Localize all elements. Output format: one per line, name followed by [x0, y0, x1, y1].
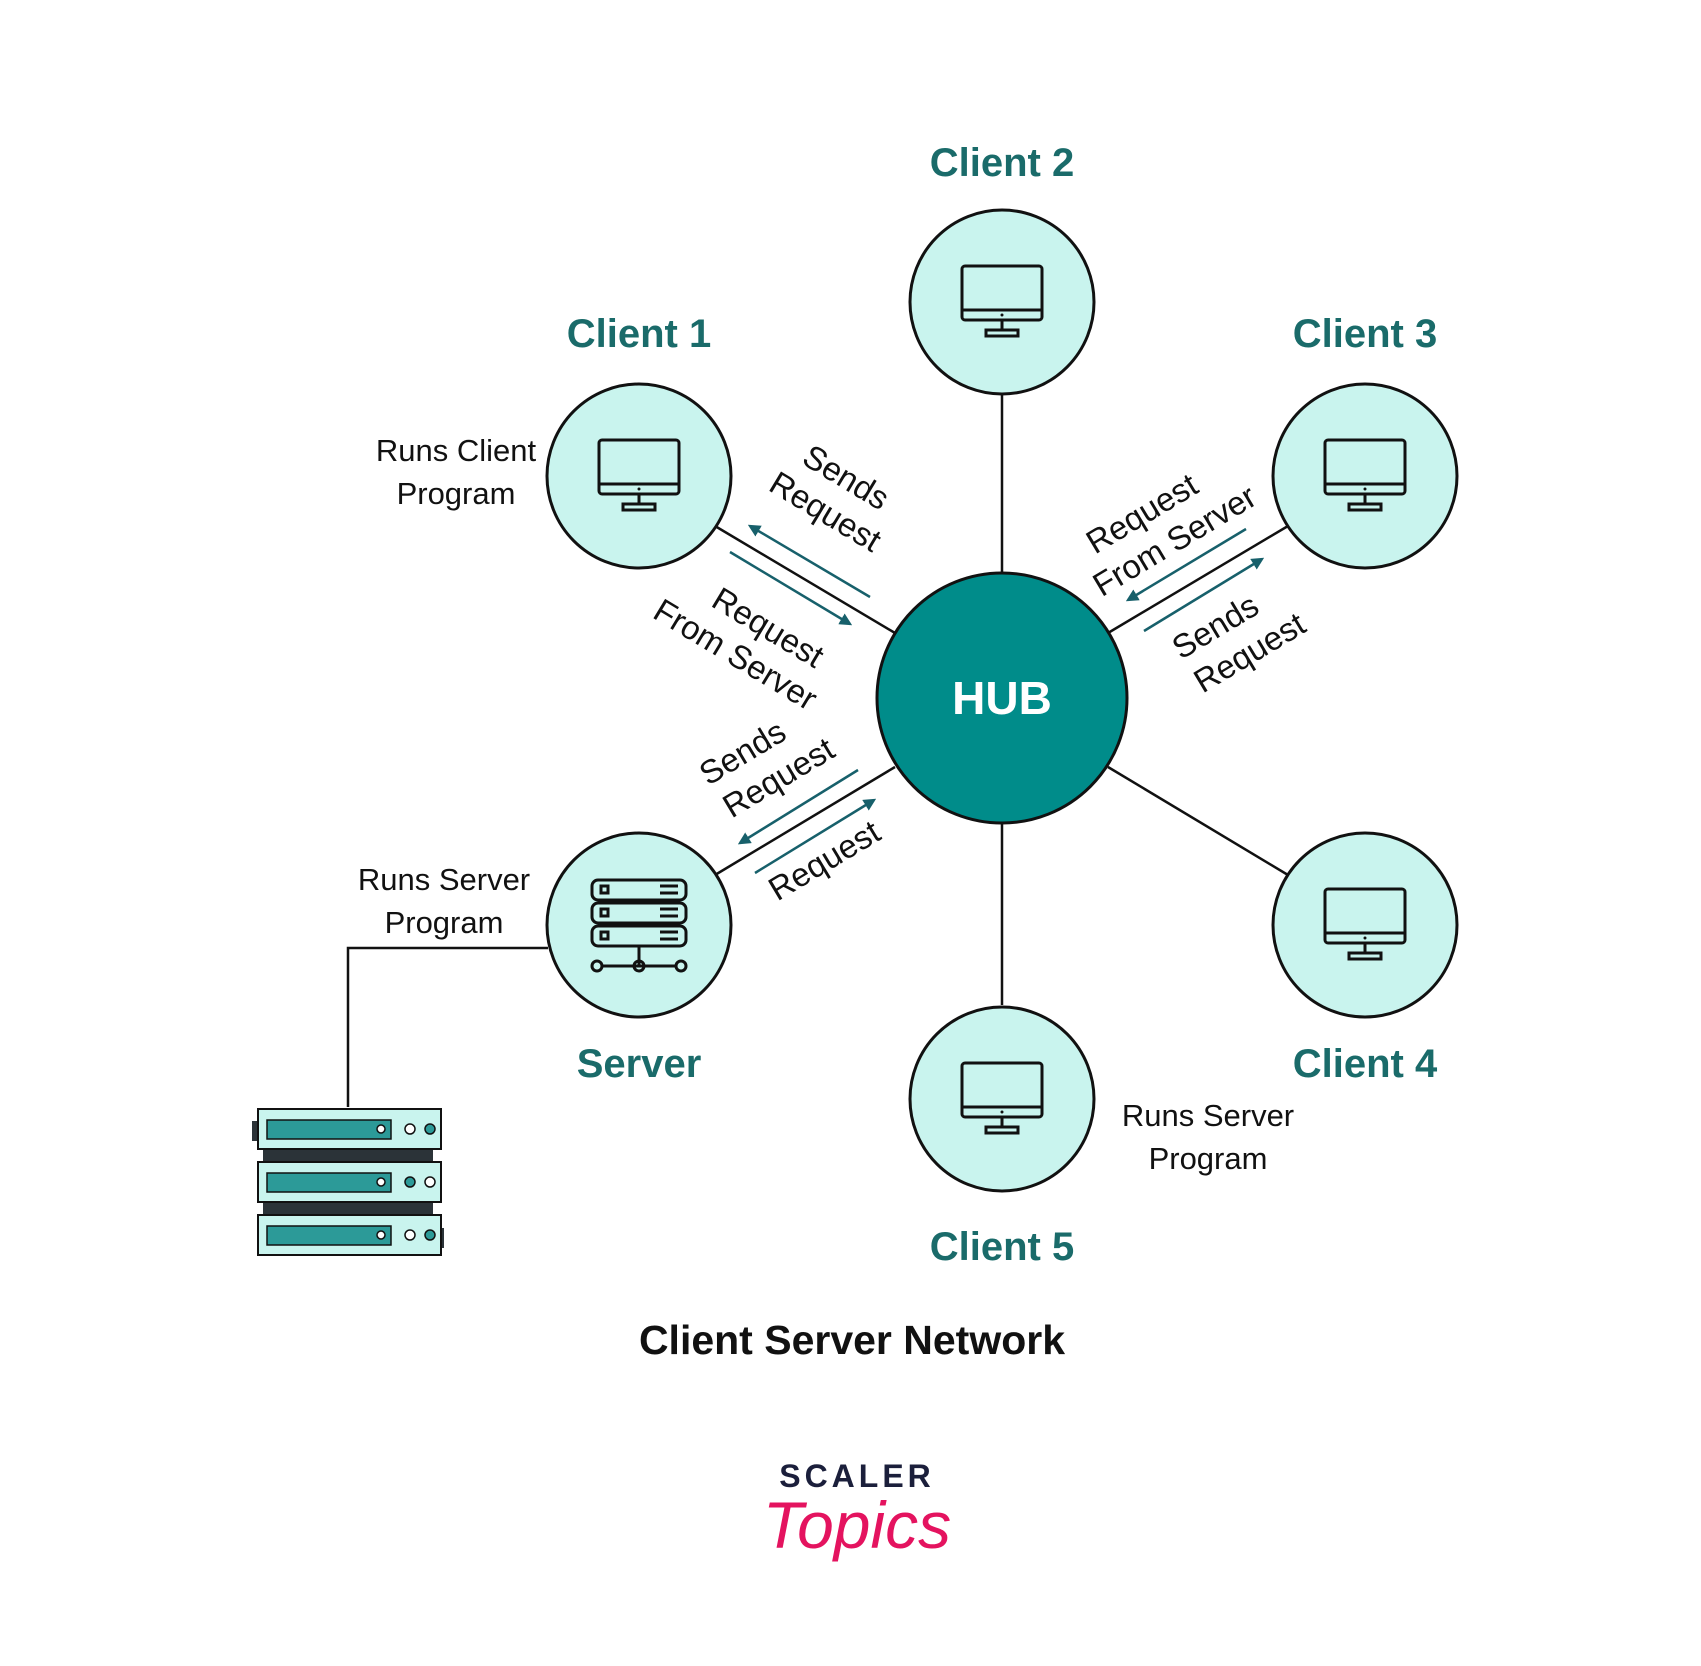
brand-logo: SCALER Topics	[763, 1458, 951, 1562]
flow-server-request-line1: Request	[762, 813, 886, 908]
client-4-circle	[1271, 831, 1459, 1019]
link-hub-client1	[714, 524, 896, 635]
link-hub-client4	[1107, 765, 1289, 877]
note-client5-line1: Runs Server	[1122, 1098, 1294, 1133]
flow-server-request: Request	[762, 813, 886, 908]
brand-logo-top: SCALER	[779, 1458, 935, 1494]
client-5-circle	[908, 1005, 1096, 1193]
server-label: Server	[577, 1042, 702, 1086]
node-client-1: Client 1	[545, 312, 733, 570]
flow-client1-from-server: Request From Server	[648, 580, 831, 718]
hub-circle	[875, 571, 1129, 825]
link-server-rack	[346, 946, 548, 1107]
flow-client3-sends: Sends Request	[1165, 586, 1311, 700]
client-2-label: Client 2	[930, 141, 1074, 185]
note-client1-line1: Runs Client	[376, 433, 537, 468]
node-client-2: Client 2	[908, 141, 1096, 396]
brand-logo-script: Topics	[763, 1488, 951, 1562]
flow-client1-sends: Sends Request	[763, 437, 895, 559]
client-1-circle	[545, 382, 733, 570]
arrow-server-request	[754, 798, 877, 875]
node-client-4: Client 4	[1271, 831, 1459, 1086]
arrow-client3-sends	[1143, 557, 1265, 633]
notes: Runs Client Program Runs Server Program …	[358, 433, 1294, 1176]
arrow-client3-receives	[1125, 527, 1247, 602]
arrow-server-sends	[737, 768, 859, 845]
node-client-3: Client 3	[1271, 312, 1459, 570]
note-client5-line2: Program	[1149, 1141, 1268, 1176]
client-3-circle	[1271, 382, 1459, 570]
server-rack-icon	[252, 1108, 444, 1256]
arrow-client1-receives	[729, 550, 853, 626]
link-hub-client3	[1107, 524, 1289, 635]
hub-label: HUB	[952, 672, 1052, 724]
client-3-label: Client 3	[1293, 312, 1437, 356]
server-icon	[590, 878, 688, 973]
link-hub-server	[714, 765, 896, 877]
client-2-circle	[908, 208, 1096, 396]
flow-server-sends: Sends Request	[693, 712, 841, 824]
client-5-label: Client 5	[930, 1225, 1074, 1269]
note-server-line1: Runs Server	[358, 862, 530, 897]
flow-arrows	[729, 524, 1265, 875]
note-client1-line2: Program	[397, 476, 516, 511]
arrow-client1-sends	[747, 524, 871, 599]
hub-node: HUB	[875, 571, 1129, 825]
note-server-line2: Program	[385, 905, 504, 940]
node-client-5: Client 5	[908, 1005, 1096, 1269]
client-1-label: Client 1	[567, 312, 711, 356]
node-server: Server	[545, 831, 733, 1086]
diagram-caption: Client Server Network	[639, 1317, 1065, 1363]
connections	[346, 394, 1289, 1107]
client-4-label: Client 4	[1293, 1042, 1438, 1086]
